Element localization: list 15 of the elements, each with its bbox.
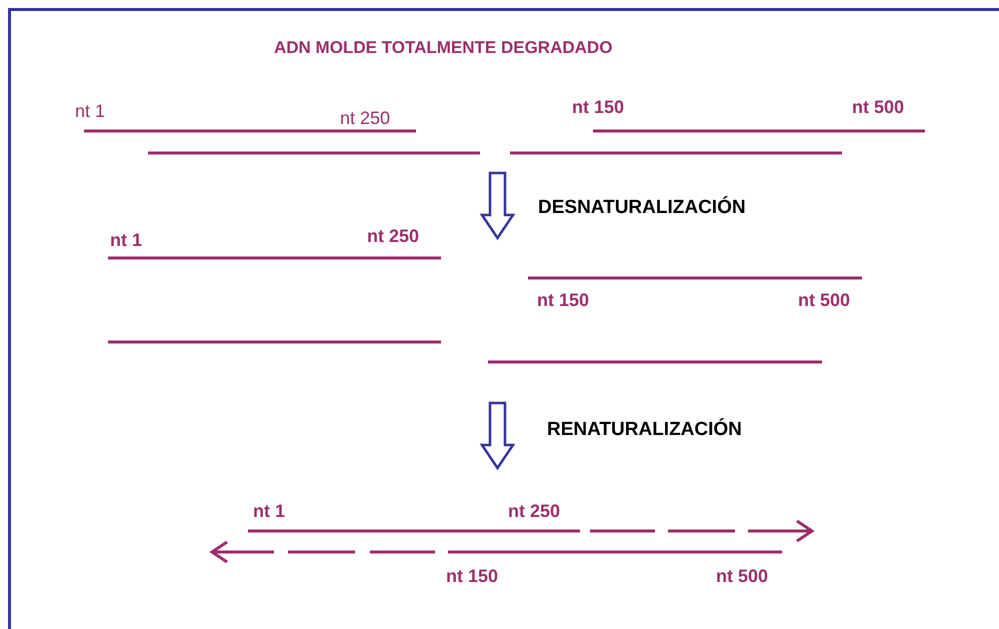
nucleotide-label: nt 1: [253, 501, 286, 521]
step-label: DESNATURALIZACIÓN: [538, 198, 746, 218]
nucleotide-label: nt 150: [537, 290, 590, 310]
nucleotide-label: nt 500: [852, 97, 904, 117]
title: ADN MOLDE TOTALMENTE DEGRADADO: [274, 38, 612, 58]
nucleotide-label: nt 500: [716, 566, 768, 586]
nucleotide-label: nt 1: [75, 101, 106, 121]
step-label: RENATURALIZACIÓN: [547, 420, 742, 440]
nucleotide-label: nt 150: [572, 97, 624, 117]
nucleotide-label: nt 1: [110, 230, 142, 250]
nucleotide-label: nt 150: [446, 566, 498, 586]
nucleotide-label: nt 250: [367, 226, 420, 246]
nucleotide-label: nt 500: [798, 290, 850, 310]
nucleotide-label: nt 250: [508, 501, 560, 521]
nucleotide-label: nt 250: [340, 108, 390, 128]
